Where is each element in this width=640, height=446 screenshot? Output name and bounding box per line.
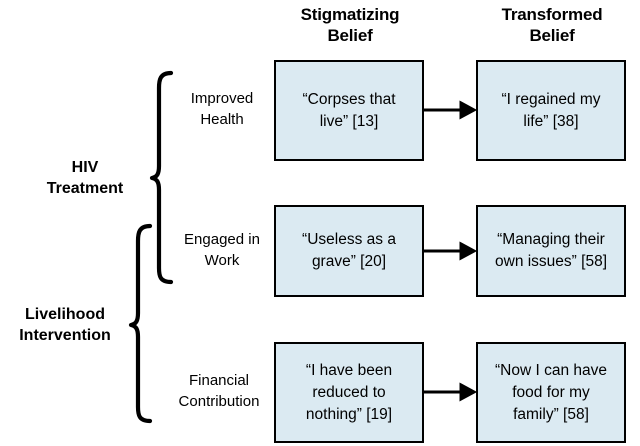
belief-box-transformed-engaged-in-work: “Managing their own issues” [58] (476, 205, 626, 297)
group-label-hiv-treatment: HIV Treatment (46, 159, 124, 197)
belief-text-stigmatizing-engaged-in-work: “Useless as a grave” [20] (302, 231, 396, 270)
belief-box-transformed-financial-contribution: “Now I can have food for my family” [58] (476, 342, 626, 443)
belief-text-stigmatizing-financial-contribution: “I have been reduced to nothing” [19] (305, 361, 393, 423)
row-label-improved-health: Improved Health (190, 90, 254, 128)
belief-box-stigmatizing-financial-contribution: “I have been reduced to nothing” [19] (274, 342, 424, 443)
column-header-transformed: Transformed Belief (501, 5, 603, 45)
row-label-engaged-in-work: Engaged in Work (184, 231, 260, 269)
arrow-row-improved-health (424, 100, 478, 120)
brace-livelihood-intervention (128, 223, 153, 424)
belief-text-stigmatizing-improved-health: “Corpses that live” [13] (302, 90, 396, 130)
group-label-livelihood-intervention: Livelihood Intervention (19, 306, 111, 344)
belief-text-transformed-financial-contribution: “Now I can have food for my family” [58] (495, 361, 607, 423)
row-label-financial-contribution: Financial Contribution (178, 372, 260, 410)
belief-box-stigmatizing-engaged-in-work: “Useless as a grave” [20] (274, 205, 424, 297)
belief-text-transformed-engaged-in-work: “Managing their own issues” [58] (495, 231, 607, 270)
belief-text-transformed-improved-health: “I regained my life” [38] (501, 90, 601, 130)
arrow-row-engaged-in-work (424, 241, 478, 261)
column-header-stigmatizing: Stigmatizing Belief (300, 5, 400, 45)
arrow-row-financial-contribution (424, 382, 478, 402)
belief-box-transformed-improved-health: “I regained my life” [38] (476, 60, 626, 161)
belief-box-stigmatizing-improved-health: “Corpses that live” [13] (274, 60, 424, 161)
